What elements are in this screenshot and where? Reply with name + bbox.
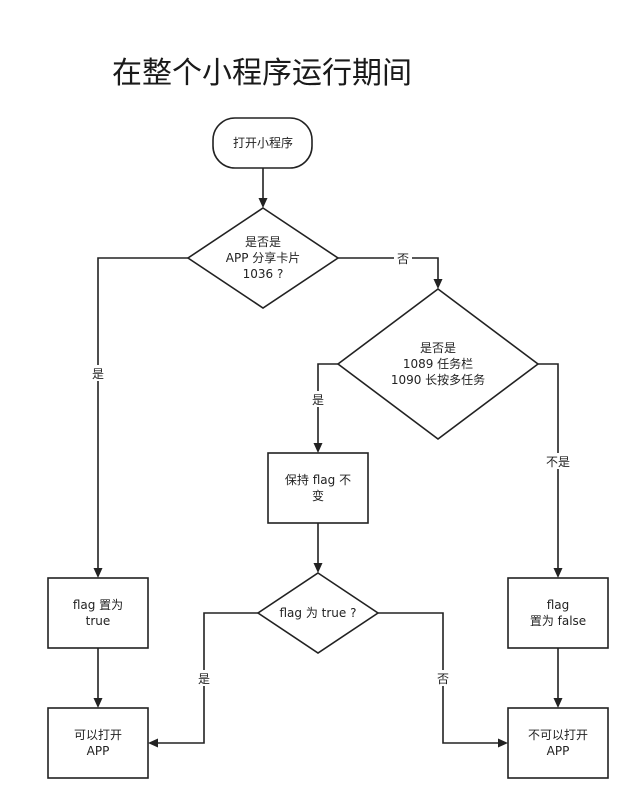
arrowhead	[148, 738, 158, 748]
node-label-line: APP	[87, 744, 110, 758]
can-open-label: 可以打开 APP	[74, 728, 122, 758]
flag-check-label: flag 为 true ?	[280, 606, 357, 620]
node-label-line: 1036 ?	[243, 267, 284, 281]
node-label-line: APP 分享卡片	[226, 250, 301, 265]
edge-task-no	[538, 363, 559, 570]
flag-false-label: flag 置为 false	[530, 598, 586, 628]
arrowhead	[553, 698, 563, 708]
node-label-line: 可以打开	[74, 728, 122, 742]
cannot-open-label: 不可以打开 APP	[528, 728, 588, 758]
cannot-open-box	[507, 707, 609, 779]
node-label-line: flag 为 true ?	[280, 606, 357, 620]
edge-label-share-no: 否	[397, 252, 409, 266]
node-label-line: 1090 长按多任务	[391, 372, 485, 387]
diagram-title: 在整个小程序运行期间	[112, 56, 412, 91]
node-label-line: 不可以打开	[528, 728, 588, 742]
arrowhead	[93, 698, 103, 708]
edge-share-yes	[97, 257, 188, 570]
node-label-line: flag 置为	[73, 598, 123, 612]
keep-flag-label: 保持 flag 不变	[285, 472, 351, 503]
arrowhead	[313, 563, 323, 573]
arrowhead	[313, 443, 323, 453]
node-label-line: 是否是	[420, 341, 456, 355]
node-label-line: APP	[547, 744, 570, 758]
edge-label-flag-no: 否	[437, 672, 449, 686]
node-label-line: 变	[312, 488, 324, 503]
edge-label-task-no: 不是	[546, 455, 570, 469]
arrowhead	[93, 568, 103, 578]
flag-false-box	[507, 577, 609, 649]
node-label-line: 1089 任务栏	[403, 356, 473, 371]
node-label-line: 保持 flag 不	[285, 472, 351, 487]
node-label-line: true	[86, 614, 111, 628]
edge-share-no	[338, 257, 439, 281]
edge-task-yes	[317, 363, 338, 445]
flag-check-diamond	[256, 572, 380, 654]
flag-true-box	[47, 577, 149, 649]
arrowhead	[433, 279, 443, 289]
flag-true-label: flag 置为 true	[73, 598, 123, 628]
edge-label-task-yes: 是	[312, 393, 324, 407]
check-task-diamond	[336, 288, 540, 440]
start-node-label: 打开小程序	[233, 135, 293, 150]
check-share-diamond	[186, 207, 340, 309]
node-label-line: 打开小程序	[233, 135, 293, 150]
edge-label-flag-yes: 是	[198, 672, 210, 686]
edge-label-share-yes: 是	[92, 367, 104, 381]
node-label-line: 是否是	[245, 235, 281, 249]
arrowhead	[553, 568, 563, 578]
keep-flag-box	[267, 452, 369, 524]
can-open-box	[47, 707, 149, 779]
arrowhead	[258, 198, 268, 208]
arrowhead	[498, 738, 508, 748]
node-label-line: flag	[547, 598, 570, 612]
node-label-line: 置为 false	[530, 614, 586, 628]
